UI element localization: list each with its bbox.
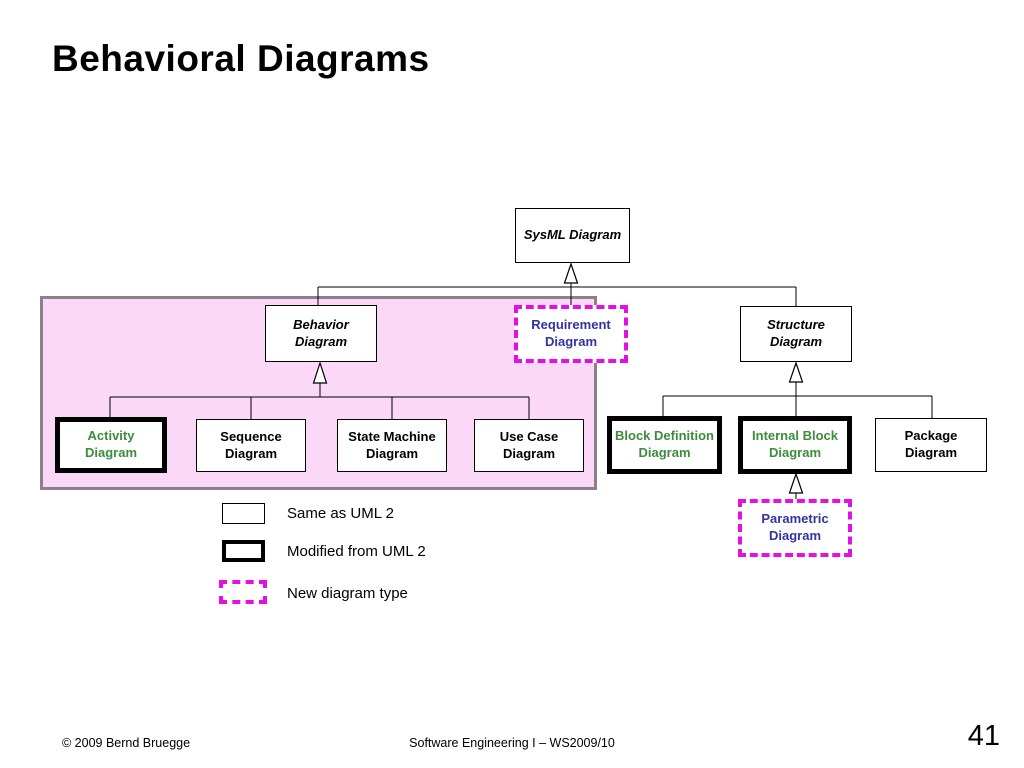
page-title: Behavioral Diagrams (52, 38, 430, 79)
footer-copyright: © 2009 Bernd Bruegge (62, 736, 191, 750)
node-sequence-diagram: Sequence Diagram (196, 419, 306, 472)
node-structure-diagram: Structure Diagram (740, 306, 852, 362)
legend-swatch-same-as-uml2 (222, 503, 265, 524)
footer-course-title: Software Engineering I – WS2009/10 (409, 736, 615, 750)
generalization-triangle-sysml (563, 262, 579, 284)
node-behavior-diagram: Behavior Diagram (265, 305, 377, 362)
node-parametric-diagram: Parametric Diagram (738, 499, 852, 557)
node-internal-block-diagram: Internal Block Diagram (738, 416, 852, 474)
generalization-triangle-structure (788, 361, 804, 383)
node-use-case-diagram: Use Case Diagram (474, 419, 584, 472)
node-requirement-diagram: Requirement Diagram (514, 305, 628, 363)
legend-swatch-new-diagram-type (219, 580, 267, 604)
node-sysml-diagram: SysML Diagram (515, 208, 630, 263)
node-package-diagram: Package Diagram (875, 418, 987, 472)
node-activity-diagram: Activity Diagram (55, 417, 167, 473)
legend-label-new-diagram-type: New diagram type (287, 585, 408, 602)
node-state-machine-diagram: State Machine Diagram (337, 419, 447, 472)
legend-label-modified-from-uml2: Modified from UML 2 (287, 543, 426, 560)
legend-label-same-as-uml2: Same as UML 2 (287, 505, 394, 522)
footer-page-number: 41 (967, 720, 1000, 752)
legend-swatch-modified-from-uml2 (222, 540, 265, 562)
node-block-definition-diagram: Block Definition Diagram (607, 416, 722, 474)
generalization-triangle-internalblock (788, 472, 804, 494)
